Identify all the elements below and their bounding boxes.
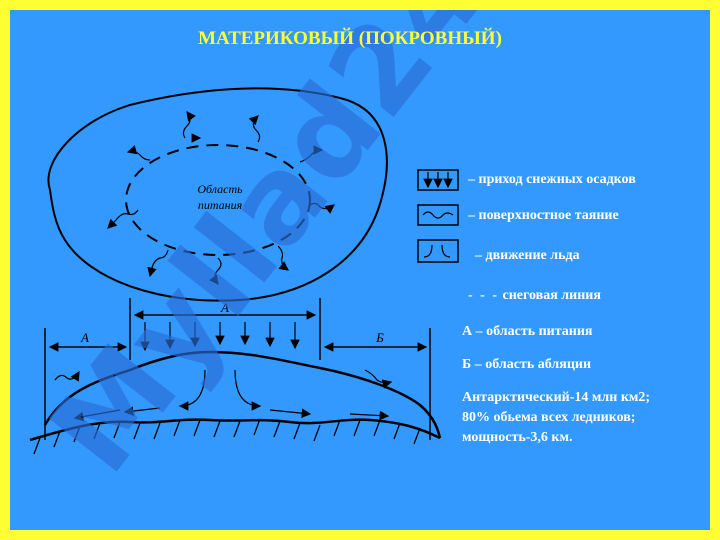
legend-snow-line: - - - снеговая линия <box>468 288 601 304</box>
bedrock <box>29 418 441 442</box>
desc-antarctic: Антарктический-14 млн км2; 80% обьема вс… <box>462 390 651 445</box>
feeding-area-label-1: Область <box>197 182 243 196</box>
legend-ice-motion-symbol <box>417 239 459 263</box>
legend-snow-symbol <box>417 169 459 191</box>
radial-flow-arrows <box>107 111 335 285</box>
bedrock-hatching <box>33 418 421 455</box>
feeding-area-label-2: питания <box>198 198 243 212</box>
ice-motion-arrows <box>73 369 390 422</box>
desc-b: Б – область абляции <box>462 357 592 372</box>
label-b-right: Б <box>375 330 384 345</box>
legend-snow-input: – приход снежных осадков <box>468 172 636 187</box>
label-a-left: А <box>80 330 89 345</box>
glacier-diagram: Область питания А А Б <box>29 87 459 455</box>
snow-line-label: снеговая линия <box>502 288 601 303</box>
legend-ice-motion: – движение льда <box>475 248 580 263</box>
ice-sheet-outline <box>47 87 388 302</box>
label-a-center: А <box>220 300 229 315</box>
slide: Область питания А А Б <box>10 10 710 530</box>
ice-surface <box>43 350 442 439</box>
feeding-area-boundary <box>125 144 311 256</box>
surface-melt-arrows <box>54 369 393 389</box>
legend-surface-melt: – поверхностное таяние <box>468 208 619 223</box>
snow-line-dash-icon: - - - <box>468 288 499 303</box>
legend-melt-symbol <box>417 204 459 226</box>
page-title: МАТЕРИКОВЫЙ (ПОКРОВНЫЙ) <box>198 28 502 49</box>
snow-input-arrows <box>140 322 300 352</box>
desc-a: А – область питания <box>462 324 593 339</box>
